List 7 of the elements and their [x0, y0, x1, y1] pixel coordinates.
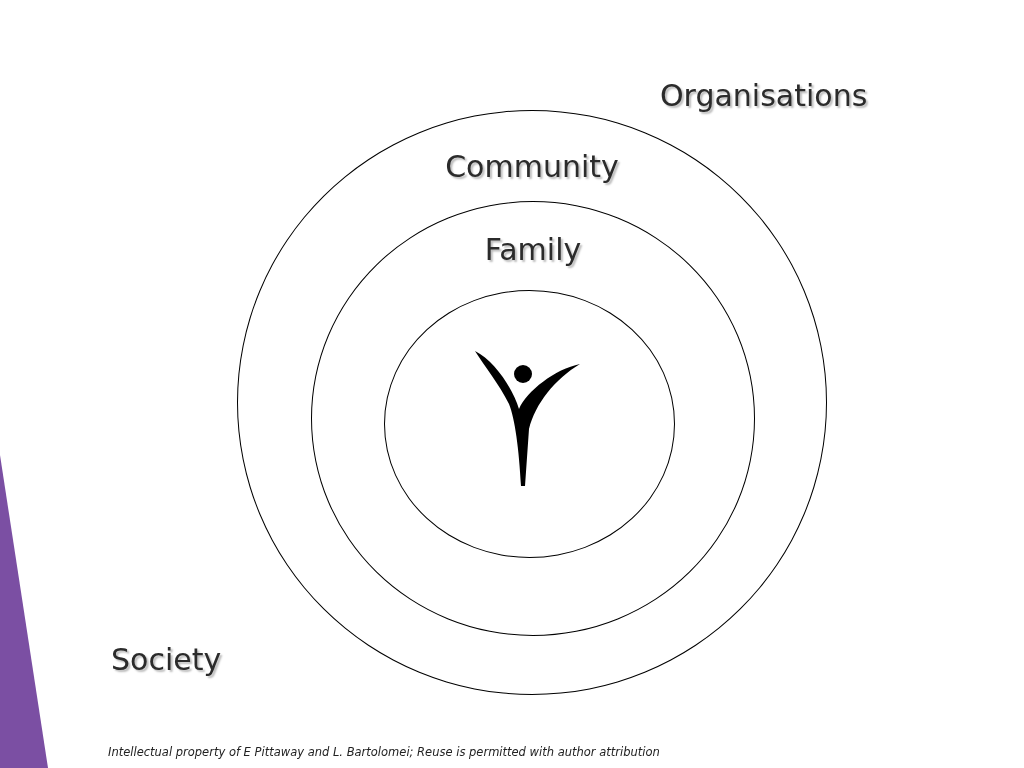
- attribution-note: Intellectual property of E Pittaway and L. Bartolomei; Reuse is permitted with author attribution: [108, 745, 660, 759]
- ring-label: Family: [484, 232, 582, 267]
- ring-circle: [237, 110, 827, 695]
- level-label: Organisations: [660, 78, 868, 113]
- ring-circle: [311, 201, 755, 636]
- level-label: Society: [111, 642, 222, 677]
- ring-label: Community: [445, 149, 619, 184]
